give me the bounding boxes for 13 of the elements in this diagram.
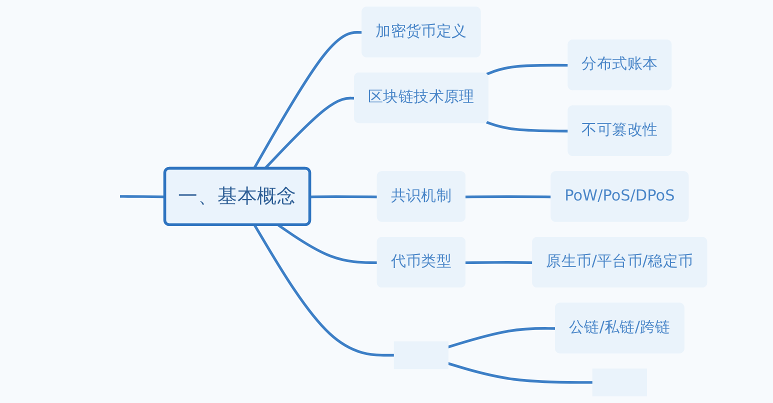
connector: [486, 120, 569, 132]
connector: [466, 195, 552, 198]
connector: [486, 64, 569, 76]
node-box: [394, 341, 448, 370]
connector: [448, 327, 556, 348]
connector: [466, 261, 534, 264]
connector: [253, 224, 394, 357]
connector: [310, 195, 378, 198]
connector: [252, 31, 363, 170]
node-box: [592, 368, 647, 396]
connector: [278, 224, 378, 264]
connector: [448, 362, 593, 384]
connector: [120, 195, 166, 198]
